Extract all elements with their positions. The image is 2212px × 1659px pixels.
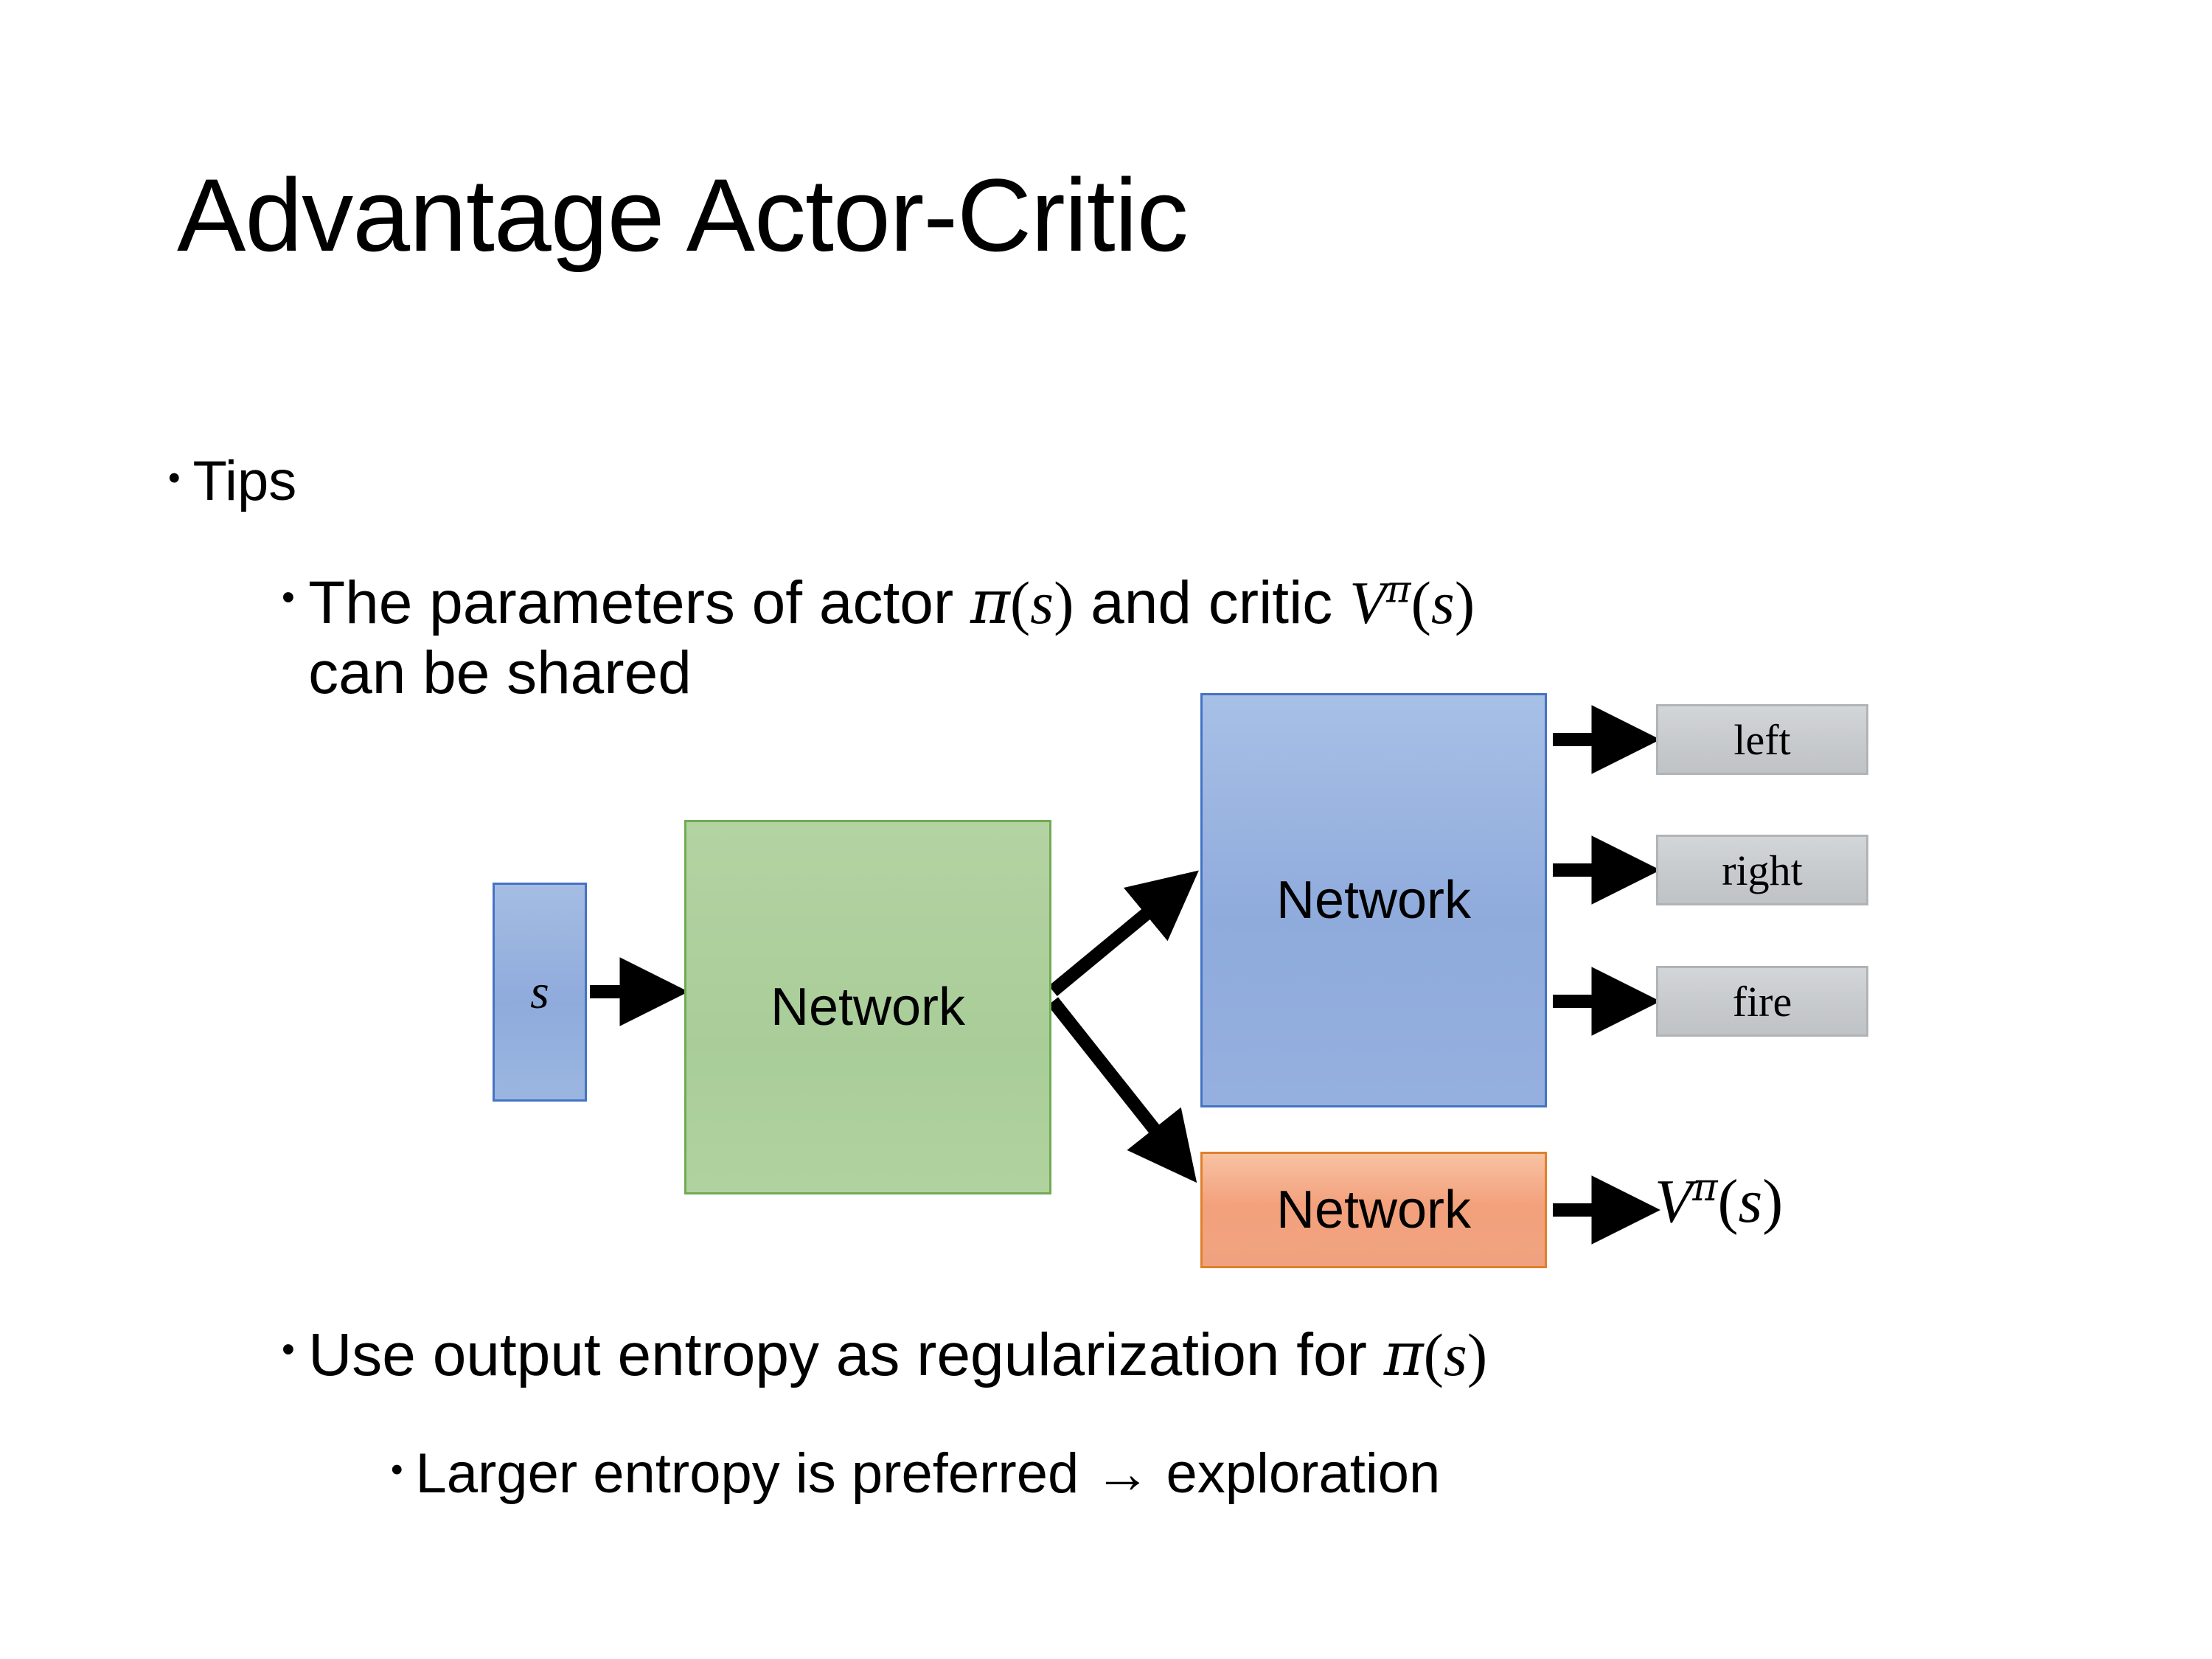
math-lparen: ( [1717, 1167, 1739, 1236]
diagram-critic-network-box[interactable]: Network [1200, 1152, 1547, 1268]
diagram-shared-network-label: Network [770, 978, 966, 1037]
math-lparen: ( [1411, 569, 1431, 636]
bullet-dot-icon: • [391, 1450, 403, 1489]
math-V: V [1349, 569, 1387, 636]
bullet-dot-icon: • [282, 576, 295, 619]
diagram-action-box-left[interactable]: left [1656, 704, 1868, 775]
bullet-tips-label: Tips [192, 450, 297, 512]
diagram-input-state-label: s [530, 964, 549, 1019]
math-lparen: ( [1423, 1321, 1444, 1388]
bullet-dot-icon: • [282, 1328, 295, 1371]
diagram-action-label-left: left [1733, 715, 1791, 764]
params-middle-text: and critic [1074, 569, 1350, 636]
math-pi: π [970, 568, 1010, 638]
bullet-shared-parameters: • The parameters of actor π(s) and criti… [282, 568, 2066, 708]
math-s: s [1738, 1167, 1763, 1236]
math-s: s [1430, 569, 1455, 636]
math-pi-superscript: π [1692, 1166, 1718, 1210]
diagram-action-box-right[interactable]: right [1656, 835, 1868, 905]
entropy-prefix-text: Use output entropy as regularization for [308, 1321, 1384, 1388]
bullet-output-entropy: • Use output entropy as regularization f… [282, 1320, 2051, 1390]
diagram-input-state-box[interactable]: s [493, 883, 587, 1102]
math-rparen: ) [1467, 1321, 1488, 1388]
math-pi: π [1383, 1320, 1424, 1390]
params-prefix-text: The parameters of actor [308, 569, 970, 636]
math-pi-superscript: π [1386, 567, 1411, 611]
math-V: V [1655, 1167, 1693, 1236]
diagram-action-label-fire: fire [1732, 977, 1792, 1026]
math-lparen: ( [1009, 569, 1031, 636]
diagram-action-label-right: right [1722, 846, 1803, 894]
math-rparen: ) [1762, 1167, 1784, 1236]
diagram-critic-output-label: Vπ(s) [1655, 1165, 1783, 1237]
page-title: Advantage Actor-Critic [177, 157, 1189, 273]
diagram-critic-network-label: Network [1276, 1180, 1472, 1239]
bullet-tips: • Tips [168, 450, 1053, 514]
diagram-actor-network-box[interactable]: Network [1200, 693, 1547, 1107]
bullet-larger-entropy: • Larger entropy is preferred → explorat… [391, 1441, 2087, 1506]
diagram-action-box-fire[interactable]: fire [1656, 966, 1868, 1037]
bullet-dot-icon: • [168, 458, 181, 498]
bullet-output-entropy-label: Use output entropy as regularization for… [308, 1320, 2051, 1390]
diagram-actor-network-label: Network [1276, 871, 1472, 930]
math-rparen: ) [1054, 569, 1074, 636]
math-rparen: ) [1454, 569, 1475, 636]
diagram-shared-network-box[interactable]: Network [684, 820, 1051, 1194]
math-s: s [1443, 1321, 1467, 1388]
bullet-shared-parameters-label: The parameters of actor π(s) and critic … [308, 568, 2066, 708]
bullet-larger-entropy-label: Larger entropy is preferred → exploratio… [415, 1442, 1441, 1505]
math-s: s [1030, 569, 1054, 636]
params-line2-text: can be shared [308, 639, 692, 707]
